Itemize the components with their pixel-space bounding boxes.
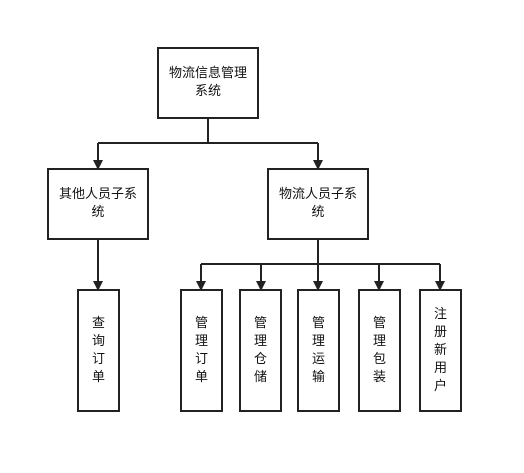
manage-transport-node: 管理运输 [297, 289, 340, 412]
query-order-node: 查询订单 [77, 289, 120, 412]
other-personnel-subsystem-label: 其他人员子系统 [58, 187, 137, 220]
logistics-personnel-subsystem-label: 物流人员子系统 [278, 187, 357, 220]
manage-transport-label: 管理运输 [311, 315, 325, 385]
manage-order-node: 管理订单 [180, 289, 223, 412]
other-personnel-subsystem-node: 其他人员子系统 [47, 168, 149, 240]
logistics-personnel-subsystem-node: 物流人员子系统 [267, 168, 369, 240]
manage-warehouse-node: 管理仓储 [239, 289, 282, 412]
manage-packaging-label: 管理包装 [372, 315, 386, 385]
manage-packaging-node: 管理包装 [358, 289, 401, 412]
manage-order-label: 管理订单 [194, 315, 208, 385]
manage-warehouse-label: 管理仓储 [253, 315, 267, 385]
register-new-user-node: 注册新用户 [419, 289, 462, 412]
register-new-user-label: 注册新用户 [433, 306, 447, 394]
root-node-label: 物流信息管理系统 [168, 66, 247, 99]
root-node: 物流信息管理系统 [157, 47, 259, 119]
query-order-label: 查询订单 [91, 315, 105, 385]
